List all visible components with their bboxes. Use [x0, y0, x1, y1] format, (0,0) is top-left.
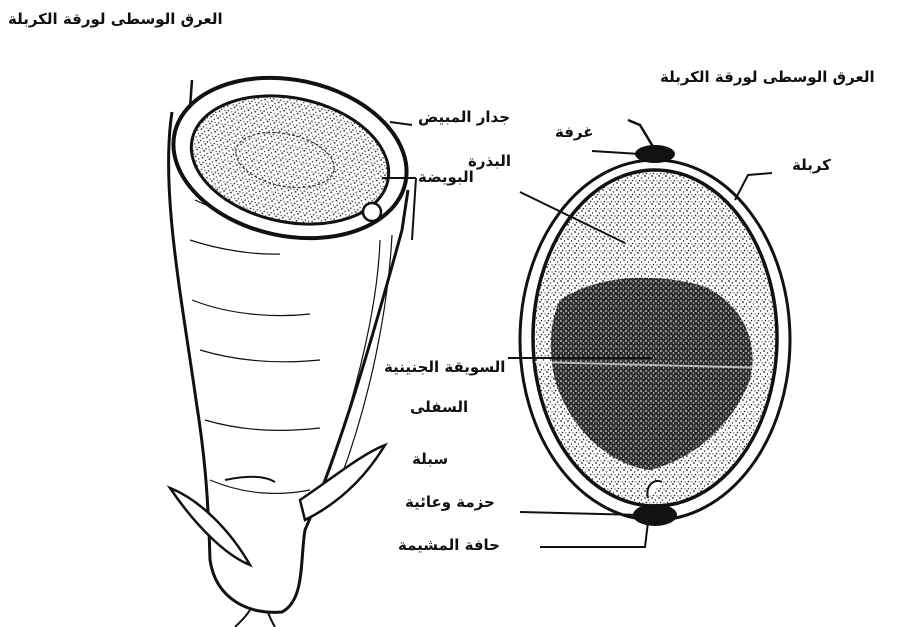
label-placenta: حافة المشيمة	[398, 538, 500, 553]
label-midrib-left: العرق الوسطى لورقة الكربلة	[8, 12, 223, 27]
label-hypocotyl-1: السويقة الجنينية	[384, 360, 505, 375]
grain-cross-section	[508, 120, 790, 547]
label-vascular-bundle: حزمة وعائية	[405, 495, 495, 510]
label-hypocotyl-2: السفلى	[410, 400, 468, 415]
label-seed: البذرة	[468, 154, 511, 169]
label-carpel: كربلة	[792, 158, 831, 173]
label-midrib-right: العرق الوسطى لورقة الكربلة	[660, 70, 875, 85]
label-ovule: البويضة	[418, 170, 474, 185]
label-sepal: سبلة	[412, 452, 448, 467]
ovule-dot	[363, 203, 381, 221]
stalk	[235, 610, 275, 627]
label-locule: غرفة	[555, 125, 594, 140]
label-ovary-wall: جدار المبيض	[418, 110, 510, 125]
grain-side-view	[158, 57, 421, 627]
